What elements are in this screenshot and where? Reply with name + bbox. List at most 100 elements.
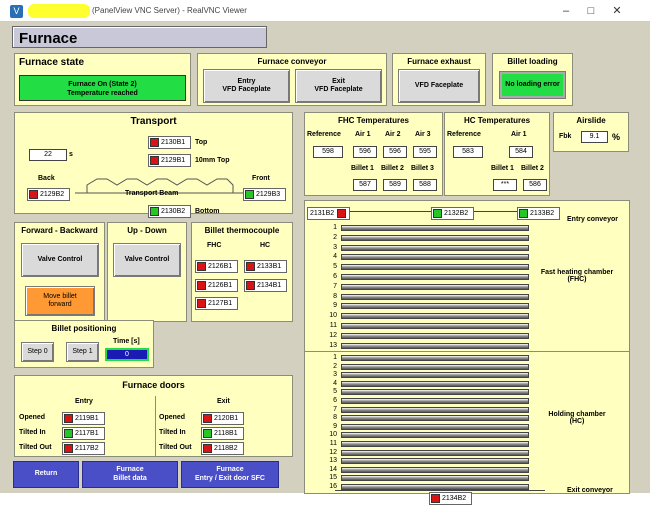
up-down-title: Up - Down	[127, 226, 167, 235]
roller-number: 7	[333, 282, 337, 290]
billet-thermocouple-panel: Billet thermocouple FHC HC 2126B1 2126B1…	[191, 222, 293, 322]
roller-number: 9	[333, 302, 337, 310]
fhc-billet-2-value: 589	[383, 179, 407, 191]
transport-timer-unit: s	[69, 151, 73, 158]
forward-backward-valve-control-button[interactable]: Valve Control	[21, 243, 99, 277]
doors-exit-header: Exit	[217, 398, 230, 405]
roller-number: 16	[329, 483, 337, 490]
maximize-icon[interactable]: □	[587, 5, 595, 17]
furnace-exhaust-title: Furnace exhaust	[407, 57, 471, 66]
roller-bar	[341, 332, 529, 339]
roller-bar	[341, 323, 529, 329]
forward-backward-panel: Forward - Backward Valve Control Move bi…	[14, 222, 105, 322]
entry-sensor-2133b2: 2133B2	[517, 207, 560, 220]
exhaust-vfd-faceplate-button[interactable]: VFD Faceplate	[398, 69, 480, 103]
doors-entry-header: Entry	[75, 398, 93, 405]
furnace-conveyor-panel: Furnace conveyor Entry VFD Faceplate Exi…	[197, 53, 387, 106]
step-0-button[interactable]: Step 0	[21, 342, 54, 362]
billet-loading-title: Billet loading	[507, 57, 558, 66]
roller-bar	[341, 355, 529, 361]
entry-opened-label: Opened	[19, 414, 46, 421]
step-1-button[interactable]: Step 1	[66, 342, 99, 362]
sensor-2129b1: 2129B1	[148, 154, 191, 167]
roller-bar	[341, 449, 529, 456]
hc-temperatures-title: HC Temperatures	[463, 116, 531, 125]
exit-vfd-faceplate-button[interactable]: Exit VFD Faceplate	[295, 69, 382, 103]
roller-number: 11	[329, 440, 337, 447]
furnace-state-title: Furnace state	[19, 57, 85, 68]
roller-bar	[341, 274, 529, 280]
led-red-icon	[29, 190, 38, 199]
transport-timer-value: 22	[29, 149, 67, 161]
roller-number: 3	[333, 371, 337, 379]
redacted-text-mark	[28, 4, 90, 18]
roller-number: 14	[329, 465, 337, 473]
up-down-valve-control-button[interactable]: Valve Control	[113, 243, 181, 277]
roller-bar	[341, 372, 529, 379]
entry-tilted-out-label: Tilted Out	[19, 444, 52, 451]
exit-door-sensor-tilted-in: 2118B1	[201, 427, 244, 440]
close-icon[interactable]: ✕	[612, 5, 622, 17]
led-red-icon	[150, 138, 159, 147]
entry-sensor-2132b2: 2132B2	[431, 207, 474, 220]
roller-number: 15	[329, 474, 337, 482]
roller-bar	[341, 398, 529, 404]
furnace-state-panel: Furnace state Furnace On (State 2) Tempe…	[14, 53, 191, 106]
airslide-fbk-label: Fbk	[559, 133, 572, 140]
roller-number: 4	[333, 253, 337, 261]
hc-air-1-label: Air 1	[511, 131, 527, 138]
roller-bar	[341, 415, 529, 422]
sensor-2130b2: 2130B2	[148, 205, 191, 218]
exit-opened-label: Opened	[159, 414, 186, 421]
exit-door-sensor-tilted-out: 2118B2	[201, 442, 244, 455]
hc-billet-2-value: 586	[523, 179, 547, 191]
roller-bar	[341, 423, 529, 430]
roller-bar	[341, 484, 529, 490]
return-button[interactable]: Return	[13, 461, 79, 488]
screen-header: Furnace	[12, 26, 267, 48]
exit-conveyor-label: Exit conveyor	[567, 487, 613, 494]
roller-bar	[341, 283, 529, 290]
furnace-conveyor-title: Furnace conveyor	[257, 57, 327, 66]
chamber-divider	[305, 351, 629, 352]
roller-number: 5	[333, 263, 337, 271]
10mm-top-label: 10mm Top	[195, 157, 230, 164]
hc-reference-label: Reference	[447, 131, 481, 138]
transport-panel: Transport 22 s 2130B1 Top 2129B1 10mm To…	[14, 112, 293, 218]
page-title: Furnace	[19, 30, 78, 47]
led-green-icon	[64, 429, 73, 438]
led-green-icon	[150, 207, 159, 216]
airslide-panel: Airslide Fbk 9.1 %	[553, 112, 629, 152]
minimize-icon[interactable]: –	[562, 5, 570, 17]
furnace-state-line2: Temperature reached	[67, 90, 138, 97]
furnace-billet-data-button[interactable]: Furnace Billet data	[82, 461, 178, 488]
furnace-door-sfc-button[interactable]: Furnace Entry / Exit door SFC	[181, 461, 279, 488]
roller-bar	[341, 466, 529, 473]
airslide-fbk-value: 9.1	[581, 131, 608, 143]
roller-bar	[341, 380, 529, 387]
loading-error-status-button[interactable]: No loading error	[499, 71, 566, 99]
hc-zone-label: Holding chamber (HC)	[548, 411, 606, 425]
roller-number: 1	[333, 224, 337, 231]
exit-tilted-in-label: Tilted In	[159, 429, 186, 436]
billet-positioning-panel: Billet positioning Step 0 Step 1 Time [s…	[14, 320, 154, 368]
entry-door-sensor-tilted-out: 2117B2	[62, 442, 105, 455]
hc-air-1-value: 584	[509, 146, 533, 158]
fhc-air-1-value: 596	[353, 146, 377, 158]
led-green-icon	[245, 190, 254, 199]
fhc-billet-3-label: Billet 3	[411, 165, 434, 172]
led-red-icon	[203, 444, 212, 453]
move-billet-forward-button[interactable]: Move billet forward	[25, 286, 95, 316]
fhc-air-3-value: 595	[413, 146, 437, 158]
led-green-icon	[433, 209, 442, 218]
entry-door-sensor-tilted-in: 2117B1	[62, 427, 105, 440]
furnace-doors-title: Furnace doors	[122, 380, 185, 390]
roller-bar	[341, 342, 529, 349]
entry-vfd-faceplate-button[interactable]: Entry VFD Faceplate	[203, 69, 290, 103]
forward-backward-title: Forward - Backward	[21, 226, 98, 235]
exit-door-sensor-opened: 2120B1	[201, 412, 244, 425]
hc-reference-value: 583	[453, 146, 483, 158]
led-green-icon	[203, 429, 212, 438]
roller-number: 5	[333, 388, 337, 396]
roller-number: 3	[333, 243, 337, 251]
